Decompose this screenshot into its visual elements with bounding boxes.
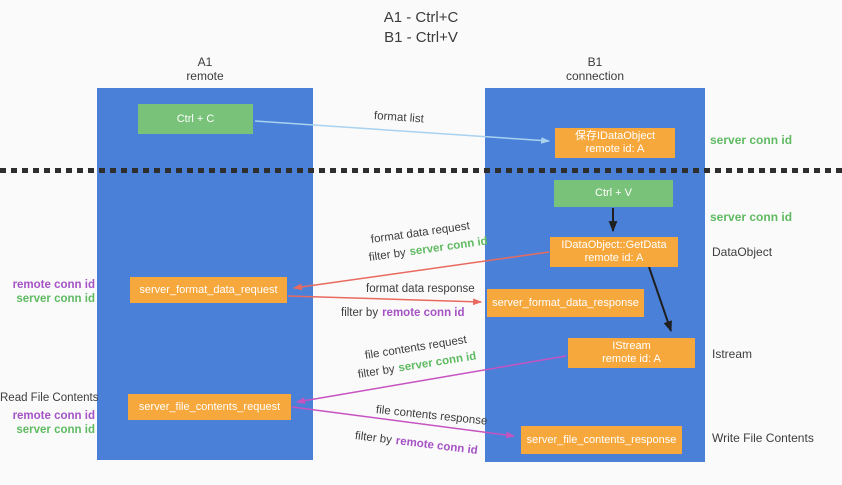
annotation-server-conn-id-left-1: server conn id	[16, 293, 95, 305]
node-server-format-data-request: server_format_data_request	[130, 277, 287, 303]
diagram-title: A1 - Ctrl+C B1 - Ctrl+V	[296, 8, 546, 48]
node-format-request-label: server_format_data_request	[139, 283, 278, 296]
annotation-write-file-contents: Write File Contents	[712, 431, 814, 445]
filter-key-remote-conn-2: remote conn id	[395, 435, 479, 458]
node-istream-line2: remote id: A	[602, 353, 661, 365]
arrow-format-data-response	[287, 295, 483, 306]
dashed-separator-line	[0, 168, 842, 173]
annotation-server-conn-id-left-2: server conn id	[16, 424, 95, 436]
lifeline-b1-name: B1	[587, 55, 603, 69]
node-ctrl-c: Ctrl + C	[138, 104, 253, 134]
title-line-ctrl-v: B1 - Ctrl+V	[384, 29, 458, 46]
node-istream-line1: IStream	[612, 340, 651, 352]
lifeline-a1-name: A1	[197, 55, 213, 69]
filter-prefix-2: filter by	[341, 307, 379, 319]
node-idataobject-getdata: IDataObject::GetData remote id: A	[550, 237, 678, 267]
node-getdata-line1: IDataObject::GetData	[561, 239, 667, 251]
annotation-read-file-contents: Read File Contents	[0, 392, 99, 404]
filter-prefix-3: filter by	[357, 363, 396, 381]
annotation-dataobject: DataObject	[712, 245, 773, 259]
filter-key-remote-conn-1: remote conn id	[382, 307, 465, 319]
node-save-idataobject-line1: 保存IDataObject	[574, 130, 656, 142]
annotation-remote-conn-id-1: remote conn id	[12, 279, 95, 291]
node-server-format-data-response: server_format_data_response	[487, 289, 644, 317]
annotation-left-group-2: Read File Contents remote conn id server…	[0, 391, 99, 437]
lifeline-header-a1: A1 remote	[97, 55, 313, 83]
annotation-server-conn-id-mid: server conn id	[710, 210, 793, 224]
annotation-left-group-1: remote conn id server conn id	[0, 278, 95, 306]
node-server-file-contents-request: server_file_contents_request	[128, 394, 291, 420]
node-server-file-contents-response: server_file_contents_response	[521, 426, 682, 454]
title-line-ctrl-c: A1 - Ctrl+C	[383, 9, 459, 26]
node-file-request-label: server_file_contents_request	[138, 400, 281, 413]
annotation-istream: Istream	[712, 347, 753, 361]
node-save-idataobject-line2: remote id: A	[585, 143, 645, 155]
lifeline-a1-subtitle: remote	[186, 69, 224, 83]
node-file-response-label: server_file_contents_response	[526, 433, 677, 446]
filter-prefix-1: filter by	[368, 246, 407, 264]
label-format-data-response: format data response	[366, 283, 475, 295]
annotation-server-conn-id-top: server conn id	[710, 133, 793, 147]
node-istream: IStream remote id: A	[568, 338, 695, 368]
node-ctrl-c-label: Ctrl + C	[176, 112, 215, 125]
node-ctrl-v: Ctrl + V	[554, 180, 673, 207]
lifeline-b1-subtitle: connection	[565, 69, 625, 83]
filter-prefix-4: filter by	[354, 430, 393, 447]
node-format-response-label: server_format_data_response	[492, 296, 639, 309]
label-file-contents-response: file contents response	[375, 404, 488, 428]
node-ctrl-v-label: Ctrl + V	[595, 187, 632, 199]
annotation-remote-conn-id-2: remote conn id	[12, 410, 95, 422]
label-format-list: format list	[373, 110, 425, 126]
node-getdata-line2: remote id: A	[584, 252, 644, 264]
lifeline-header-b1: B1 connection	[485, 55, 705, 83]
node-save-idataobject: 保存IDataObject remote id: A	[555, 128, 675, 158]
